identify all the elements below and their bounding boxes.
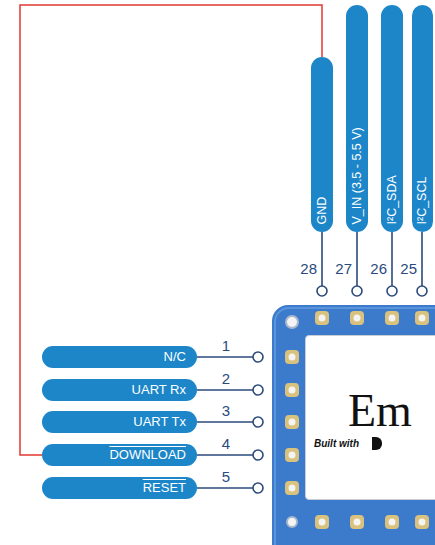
pin-name: DOWNLOAD bbox=[109, 448, 186, 462]
pin-number: 27 bbox=[335, 261, 352, 276]
pin-number: 5 bbox=[222, 469, 230, 484]
brand-name: Em bbox=[348, 386, 412, 437]
pin-name: N/C bbox=[164, 350, 186, 364]
pin-name: UART Tx bbox=[133, 415, 186, 429]
pill-text-wrap: I²C_SDA bbox=[381, 5, 403, 232]
pin-number: 25 bbox=[400, 261, 417, 276]
pin-label-pill: DOWNLOAD bbox=[42, 444, 197, 466]
pill-text-wrap: V_IN (3.5 - 5.5 V) bbox=[346, 5, 368, 232]
pin-number: 3 bbox=[222, 403, 230, 418]
pin-label-pill: I²C_SDA bbox=[381, 5, 403, 232]
pin-number: 4 bbox=[222, 436, 230, 451]
pin-label-pill: V_IN (3.5 - 5.5 V) bbox=[346, 5, 368, 232]
pin-name: RESET bbox=[143, 481, 186, 495]
pin-name: GND bbox=[315, 196, 329, 224]
pin-number: 26 bbox=[370, 261, 387, 276]
jumper-wire bbox=[20, 5, 322, 455]
pin-label-pill: N/C bbox=[42, 346, 197, 368]
top-pads bbox=[315, 311, 429, 325]
pin-number: 2 bbox=[222, 371, 230, 386]
pin-name: V_IN (3.5 - 5.5 V) bbox=[350, 127, 364, 224]
pcb-board bbox=[272, 305, 435, 545]
module-shield: EmBuilt with bbox=[305, 335, 435, 500]
pin-label-pill: UART Rx bbox=[42, 379, 197, 401]
pin-number: 1 bbox=[222, 338, 230, 353]
pin-label-pill: RESET bbox=[42, 477, 197, 499]
pill-text-wrap: I²C_SCL bbox=[411, 5, 433, 232]
pin-number: 28 bbox=[300, 261, 317, 276]
pin-label-pill: UART Tx bbox=[42, 411, 197, 433]
brand-tagline: Built with bbox=[314, 438, 359, 449]
brand-logo bbox=[372, 437, 382, 450]
pin-name: UART Rx bbox=[132, 383, 186, 397]
pin-label-pill: GND bbox=[311, 57, 333, 232]
pcb-edge bbox=[275, 308, 435, 545]
left-pads bbox=[285, 350, 299, 495]
pin-label-pill: I²C_SCL bbox=[412, 5, 433, 232]
pill-text-wrap: GND bbox=[311, 57, 333, 232]
pin-name: I²C_SDA bbox=[385, 175, 399, 224]
pin-name: I²C_SCL bbox=[415, 176, 429, 224]
